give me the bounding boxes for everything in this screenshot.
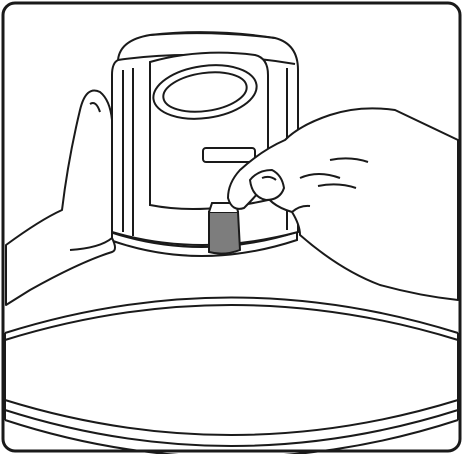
device-body (112, 32, 298, 245)
device-button (209, 203, 240, 254)
